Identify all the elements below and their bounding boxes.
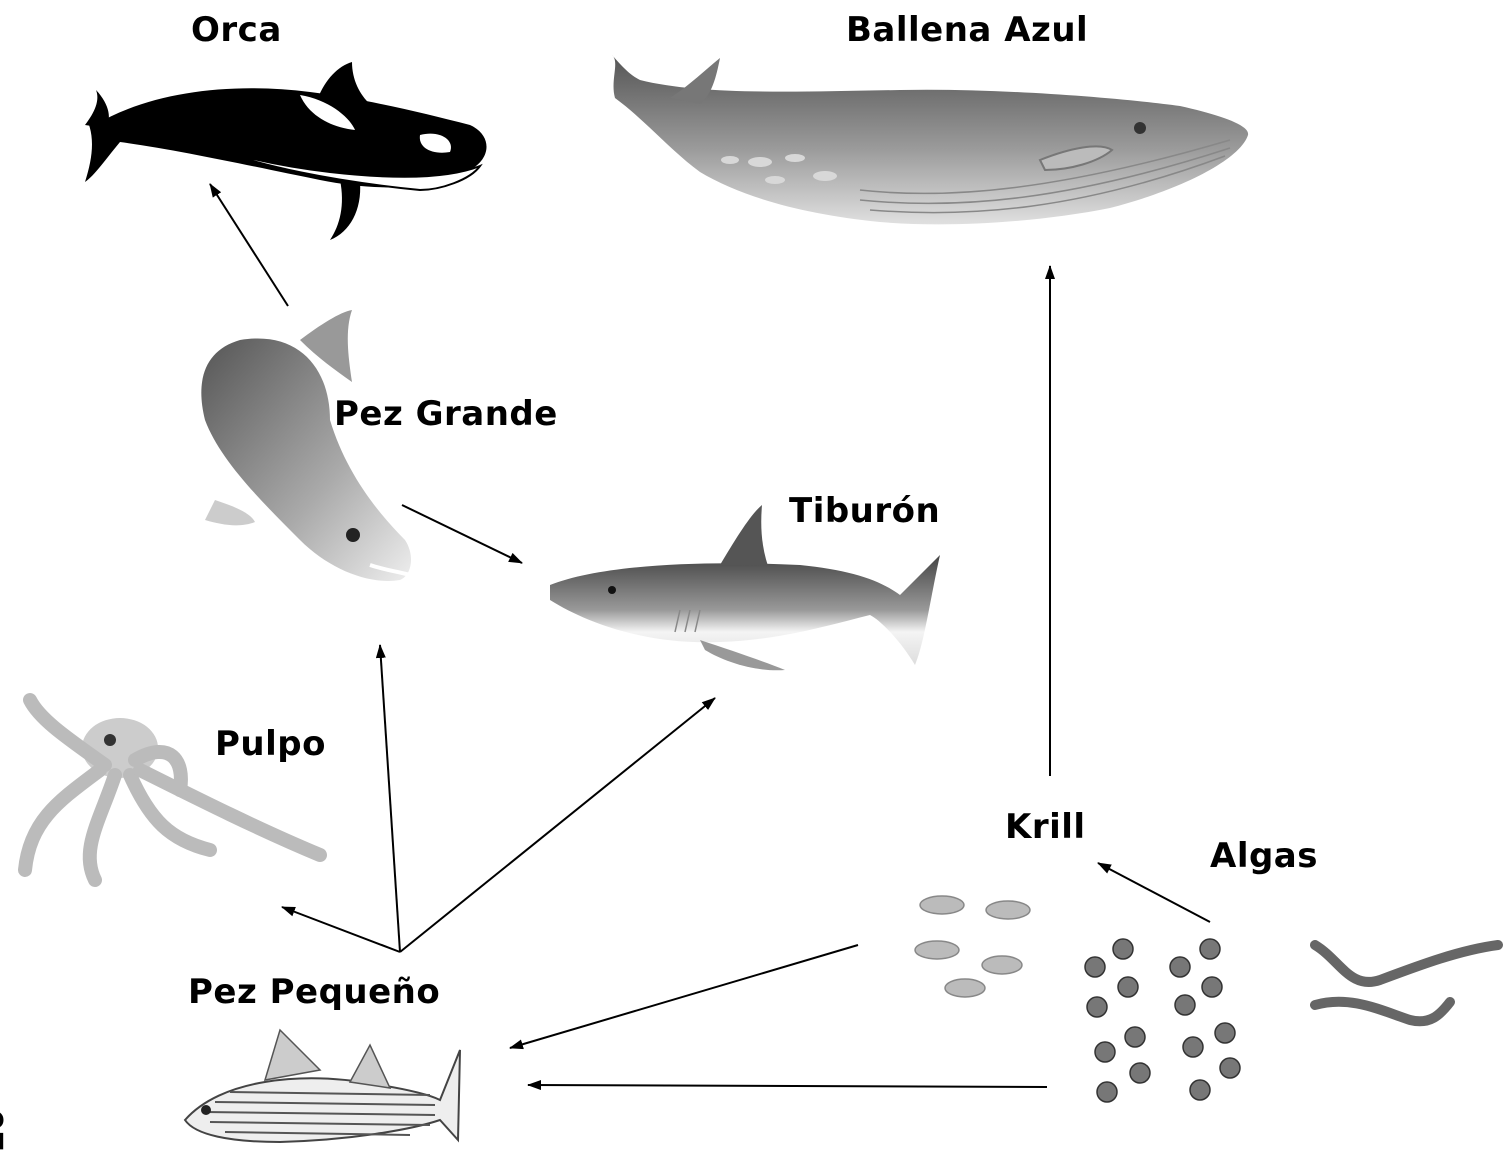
label-tiburon: Tiburón	[789, 491, 940, 531]
arrow-pez-pequeno-to-pulpo	[282, 907, 400, 952]
arrow-krill-to-pez-pequeno	[510, 945, 858, 1048]
arrow-pez-grande-to-tiburon	[402, 505, 522, 563]
label-ballena-azul: Ballena Azul	[846, 10, 1088, 50]
arrow-pez-grande-to-orca	[210, 184, 288, 306]
algae-illustration	[1085, 939, 1498, 1102]
small-fish-illustration	[185, 1030, 460, 1142]
blue-whale-illustration	[612, 55, 1248, 224]
orca-illustration	[85, 62, 487, 240]
label-orca: Orca	[191, 10, 282, 50]
label-krill: Krill	[1005, 807, 1086, 847]
arrow-algas-to-pez-pequeno	[528, 1085, 1047, 1087]
page-number: 97	[0, 1110, 8, 1152]
label-algas: Algas	[1210, 836, 1318, 876]
label-pulpo: Pulpo	[215, 724, 326, 764]
label-pez-grande: Pez Grande	[334, 394, 558, 434]
arrow-algas-to-krill	[1098, 863, 1210, 922]
krill-illustration	[915, 896, 1030, 997]
arrow-pez-pequeno-to-pez-grande	[380, 645, 400, 952]
label-pez-pequeno: Pez Pequeño	[188, 972, 440, 1012]
big-fish-illustration	[201, 310, 411, 581]
arrow-pez-pequeno-to-tiburon	[400, 698, 715, 952]
